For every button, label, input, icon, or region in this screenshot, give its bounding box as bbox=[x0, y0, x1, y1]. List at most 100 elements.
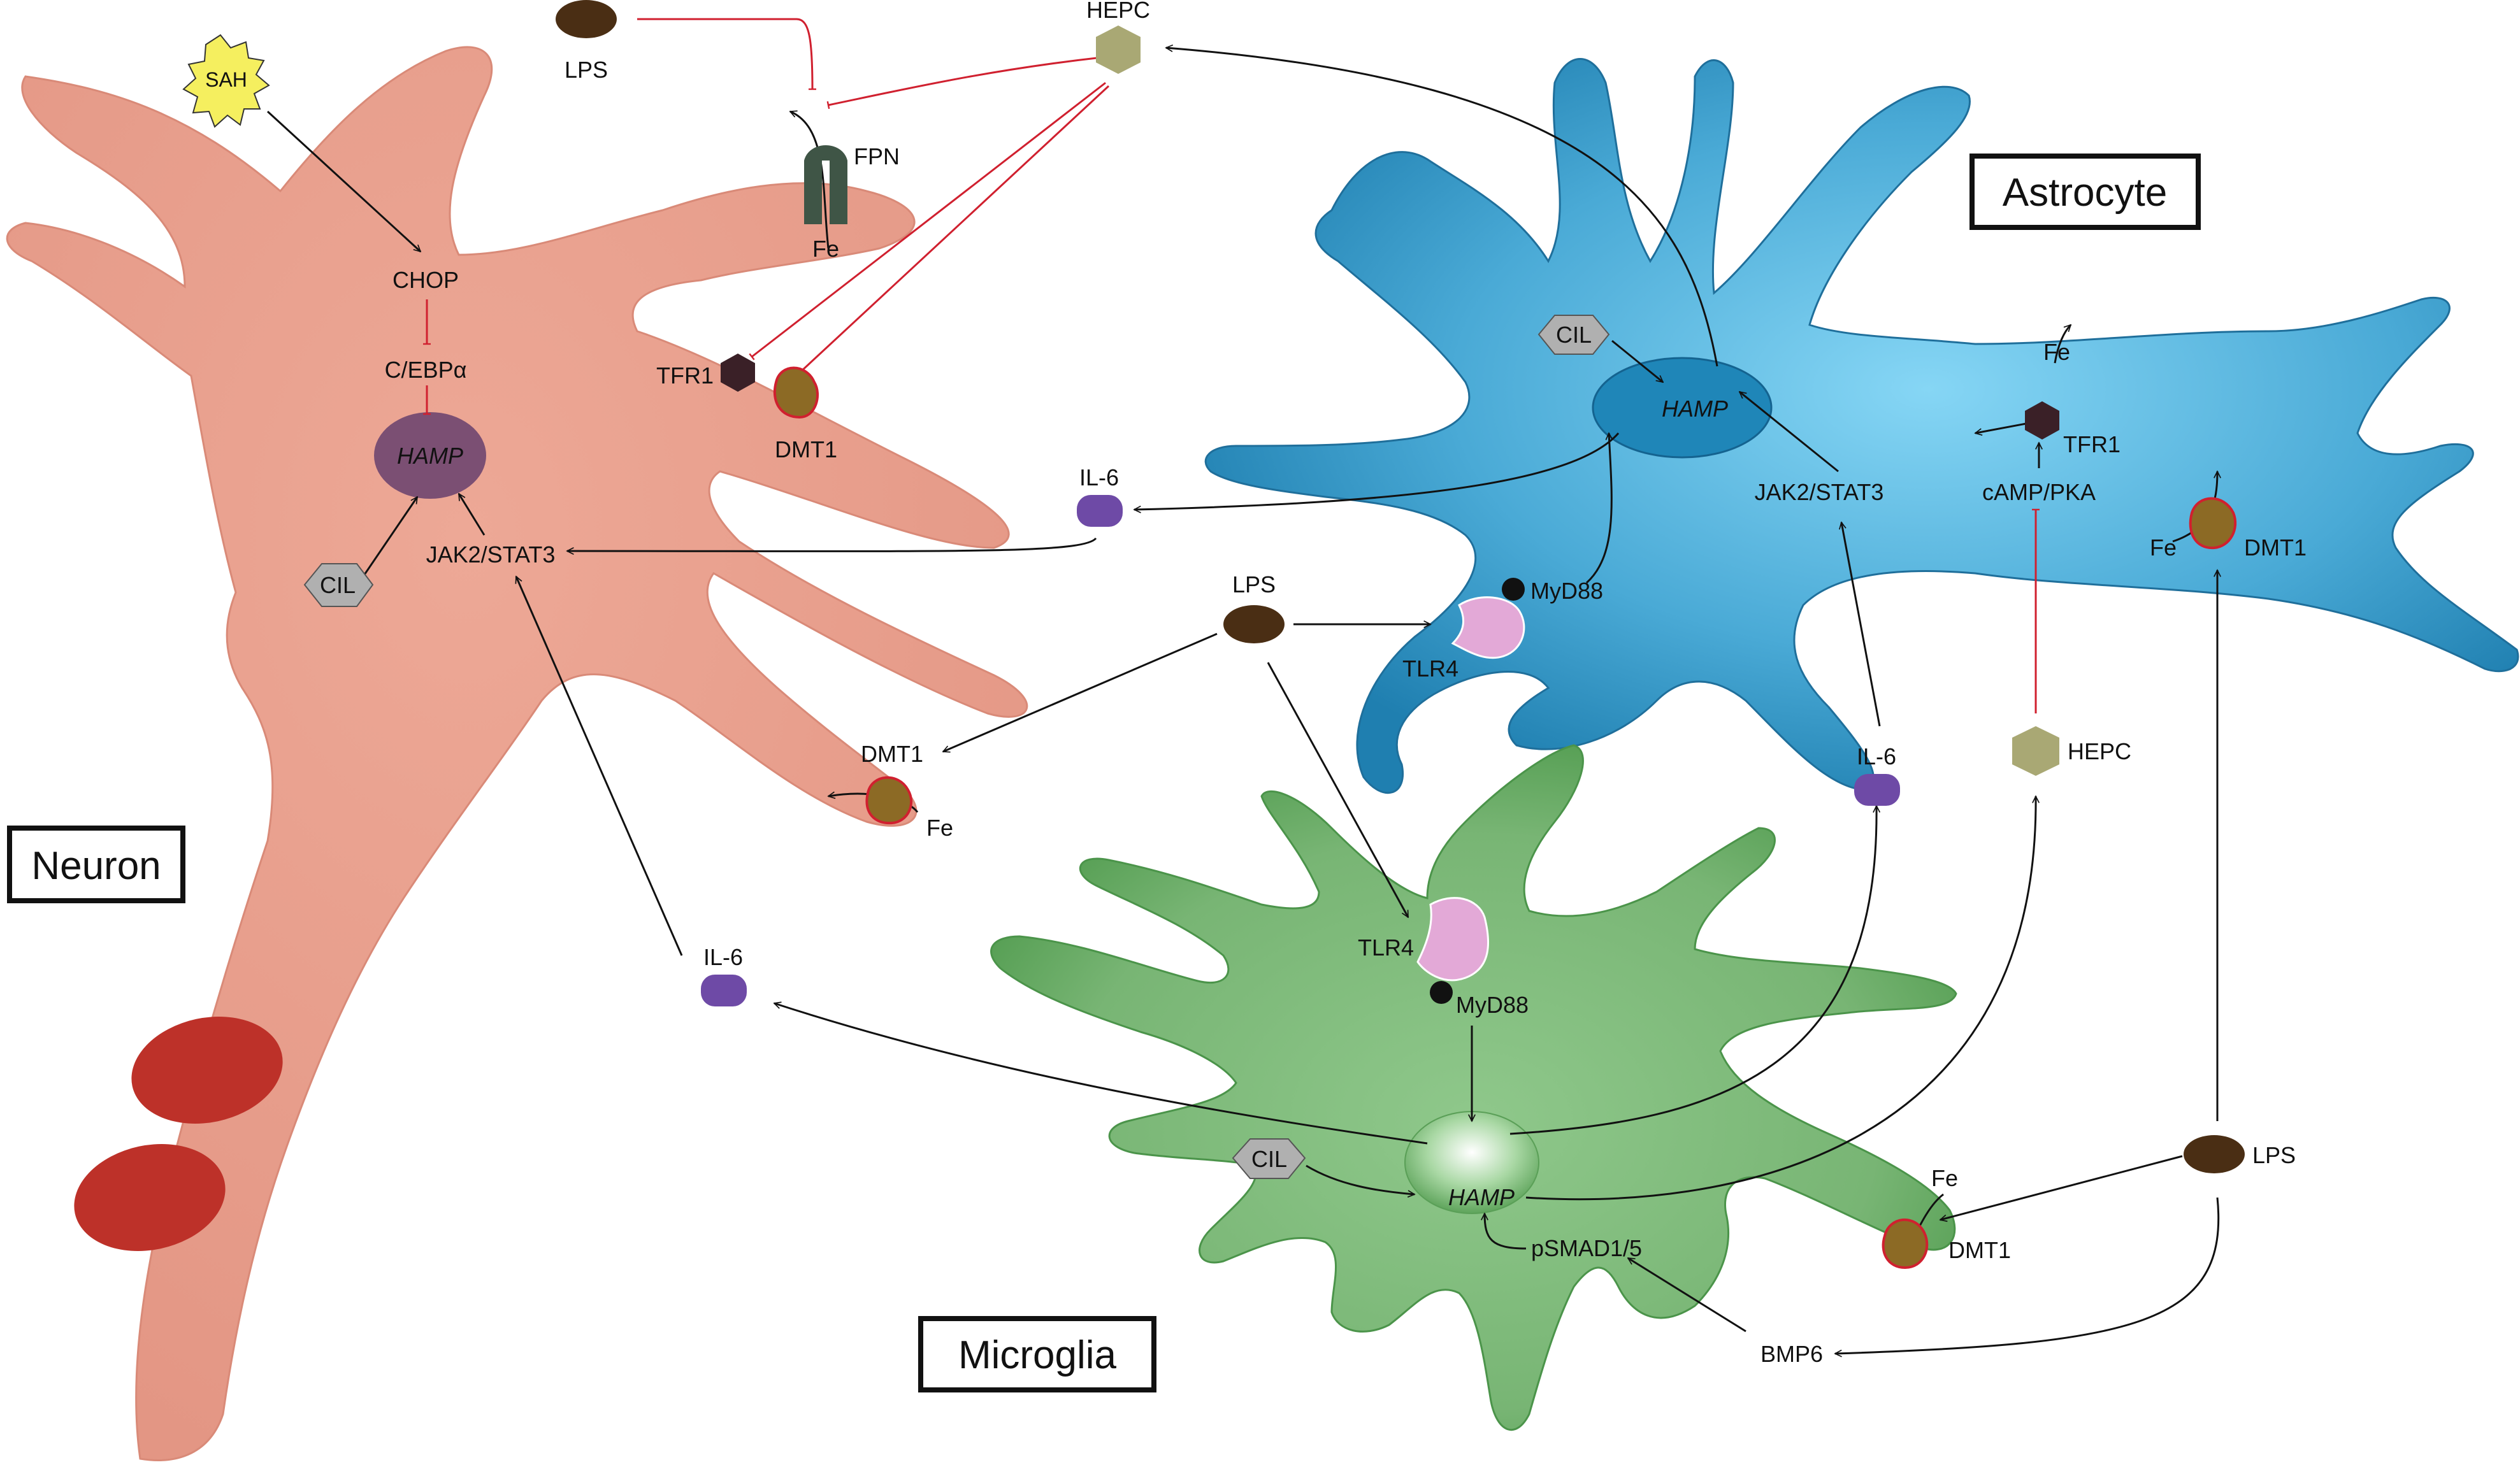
fpn-channel bbox=[804, 145, 847, 224]
arrow-jak-to-hamp-astro bbox=[1739, 392, 1839, 473]
astrocyte-title-frame bbox=[1969, 154, 2201, 230]
inhibit-hepc-tfr1 bbox=[749, 82, 1106, 361]
chop-label: CHOP bbox=[392, 267, 459, 293]
micro-cil-label: CIL bbox=[1251, 1146, 1287, 1172]
inhibit-lps-fpn bbox=[637, 18, 817, 90]
neuron-title-box: Neuron bbox=[7, 826, 185, 903]
sah-starburst: SAH bbox=[182, 34, 270, 128]
il6-neuron-icon bbox=[1077, 495, 1123, 527]
astro-myd88-label: MyD88 bbox=[1530, 578, 1603, 604]
micro-tlr4-label: TLR4 bbox=[1358, 934, 1414, 961]
inhibit-hepc-fpn bbox=[826, 56, 1103, 110]
sah-star-shape bbox=[182, 34, 270, 128]
micro-myd88-label: MyD88 bbox=[1456, 992, 1529, 1018]
micro-hamp-label: HAMP bbox=[1448, 1184, 1515, 1210]
neuron-hamp-nucleus bbox=[374, 412, 486, 499]
axon-node-1 bbox=[131, 1017, 283, 1124]
inhibition-arrows bbox=[423, 18, 2040, 713]
arrow-tfr1-astro-out bbox=[1975, 422, 2027, 433]
astro-tlr4-label: TLR4 bbox=[1402, 655, 1458, 682]
arrow-cil-to-hamp-neuron bbox=[362, 497, 419, 577]
axon-node-2 bbox=[74, 1144, 226, 1251]
hepc-top-icon bbox=[1096, 25, 1141, 74]
micro-dmt1-label: DMT1 bbox=[1948, 1237, 2011, 1263]
micro-fe-label: Fe bbox=[1931, 1165, 1958, 1191]
fpn-label: FPN bbox=[854, 143, 900, 169]
astro-cil-icon bbox=[1537, 315, 1610, 355]
micro-cil-icon bbox=[1232, 1138, 1306, 1179]
astro-myd88-icon bbox=[1502, 578, 1525, 601]
neuron-dmt1-bottom-label: DMT1 bbox=[861, 741, 923, 767]
lps-right-icon bbox=[2184, 1135, 2245, 1173]
arrow-il6-to-jak-neuron bbox=[567, 537, 1097, 551]
neuron-tfr1-label: TFR1 bbox=[656, 362, 714, 389]
il6-left-label: IL-6 bbox=[703, 944, 743, 970]
arrow-jak-to-hamp-neuron bbox=[457, 494, 486, 536]
arrow-hamp-astro-to-il6 bbox=[1134, 433, 1620, 510]
microglia-title: Microglia bbox=[958, 1333, 1117, 1377]
il6-right-label: IL-6 bbox=[1857, 743, 1896, 769]
micro-bmp6-label: BMP6 bbox=[1760, 1341, 1823, 1367]
astro-hamp-label: HAMP bbox=[1662, 396, 1728, 422]
neuron-title-frame bbox=[7, 826, 185, 903]
il6-right-icon bbox=[1854, 774, 1900, 806]
arrow-psmad-to-hamp bbox=[1485, 1213, 1527, 1250]
arrow-lps-to-tlr4-micro bbox=[1267, 662, 1409, 917]
hepc-right-label: HEPC bbox=[2068, 738, 2131, 764]
arrow-hamp-micro-to-il6 bbox=[774, 1003, 1428, 1145]
neuron-cell bbox=[6, 46, 1028, 1461]
microglia-title-frame bbox=[918, 1316, 1156, 1392]
arrow-sah-to-chop bbox=[266, 110, 421, 252]
neuron-dmt1-top-label: DMT1 bbox=[775, 436, 837, 462]
fpn-right-bar bbox=[830, 161, 847, 224]
neuron-hamp-label: HAMP bbox=[397, 443, 463, 469]
il6-neuron-label: IL-6 bbox=[1079, 464, 1119, 490]
arrow-lps-to-dmt1-neuron bbox=[943, 633, 1218, 752]
neuron-tfr1-icon bbox=[721, 354, 755, 392]
astrocyte-hamp-nucleus bbox=[1592, 357, 1773, 459]
microglia-body bbox=[990, 744, 1957, 1431]
astrocyte-title-box: Astrocyte bbox=[1969, 154, 2201, 230]
astrocyte-title: Astrocyte bbox=[2003, 171, 2167, 215]
micro-psmad-label: pSMAD1/5 bbox=[1531, 1235, 1642, 1261]
cebpa-label: C/EBPα bbox=[385, 357, 467, 383]
astro-fe-top-label: Fe bbox=[2043, 339, 2070, 365]
neuron-cil-label: CIL bbox=[320, 572, 356, 598]
arrow-hamp-micro-to-hepc bbox=[1525, 796, 2036, 1201]
arrow-hamp-micro-to-il6-astro bbox=[1509, 806, 1876, 1135]
microglia-title-box: Microglia bbox=[918, 1316, 1156, 1392]
lps-center-label: LPS bbox=[1232, 571, 1276, 597]
arrow-bmp6-to-psmad bbox=[1628, 1257, 1746, 1333]
neuron-title: Neuron bbox=[31, 844, 161, 888]
fpn-left-bar bbox=[804, 161, 822, 224]
astro-tfr1-label: TFR1 bbox=[2063, 431, 2120, 457]
astro-dmt1-icon bbox=[2189, 497, 2237, 550]
arrow-cil-to-hamp-astro bbox=[1611, 340, 1663, 382]
astrocyte-body bbox=[1204, 58, 2519, 794]
neuron-dmt1-bottom-icon bbox=[865, 776, 913, 825]
arrow-cil-to-hamp-micro bbox=[1306, 1164, 1415, 1194]
lps-top-icon bbox=[556, 0, 617, 38]
fpn-top-bar bbox=[804, 145, 847, 161]
activation-arrows bbox=[266, 48, 2220, 1354]
lps-right-label: LPS bbox=[2252, 1142, 2296, 1168]
arrow-astro-hamp-to-hepc bbox=[1166, 48, 1718, 367]
microglia-cell bbox=[990, 744, 1957, 1431]
arrow-lps-to-dmt1-micro bbox=[1940, 1155, 2183, 1220]
arrow-lps-to-bmp6 bbox=[1835, 1197, 2220, 1354]
inhibit-hepc-dmt1 bbox=[796, 85, 1110, 376]
astro-camp-label: cAMP/PKA bbox=[1982, 479, 2096, 505]
astro-jak-label: JAK2/STAT3 bbox=[1755, 479, 1884, 505]
neuron-cil-shape bbox=[303, 563, 374, 607]
astrocyte-cell bbox=[1204, 58, 2519, 794]
arrow-myd88-to-hamp-astro bbox=[1585, 433, 1611, 584]
micro-dmt1-icon bbox=[1882, 1218, 1929, 1270]
micro-myd88-icon bbox=[1430, 981, 1453, 1004]
astro-cil-label: CIL bbox=[1556, 322, 1592, 348]
neuron-cil-icon bbox=[303, 563, 374, 607]
lps-center-icon bbox=[1223, 605, 1285, 643]
astro-tfr1-icon bbox=[2025, 401, 2059, 440]
neuron-fe-top-label: Fe bbox=[812, 236, 839, 262]
hepc-right-icon bbox=[2012, 726, 2059, 776]
arrow-il6-to-jak-neuron-left bbox=[516, 576, 683, 956]
